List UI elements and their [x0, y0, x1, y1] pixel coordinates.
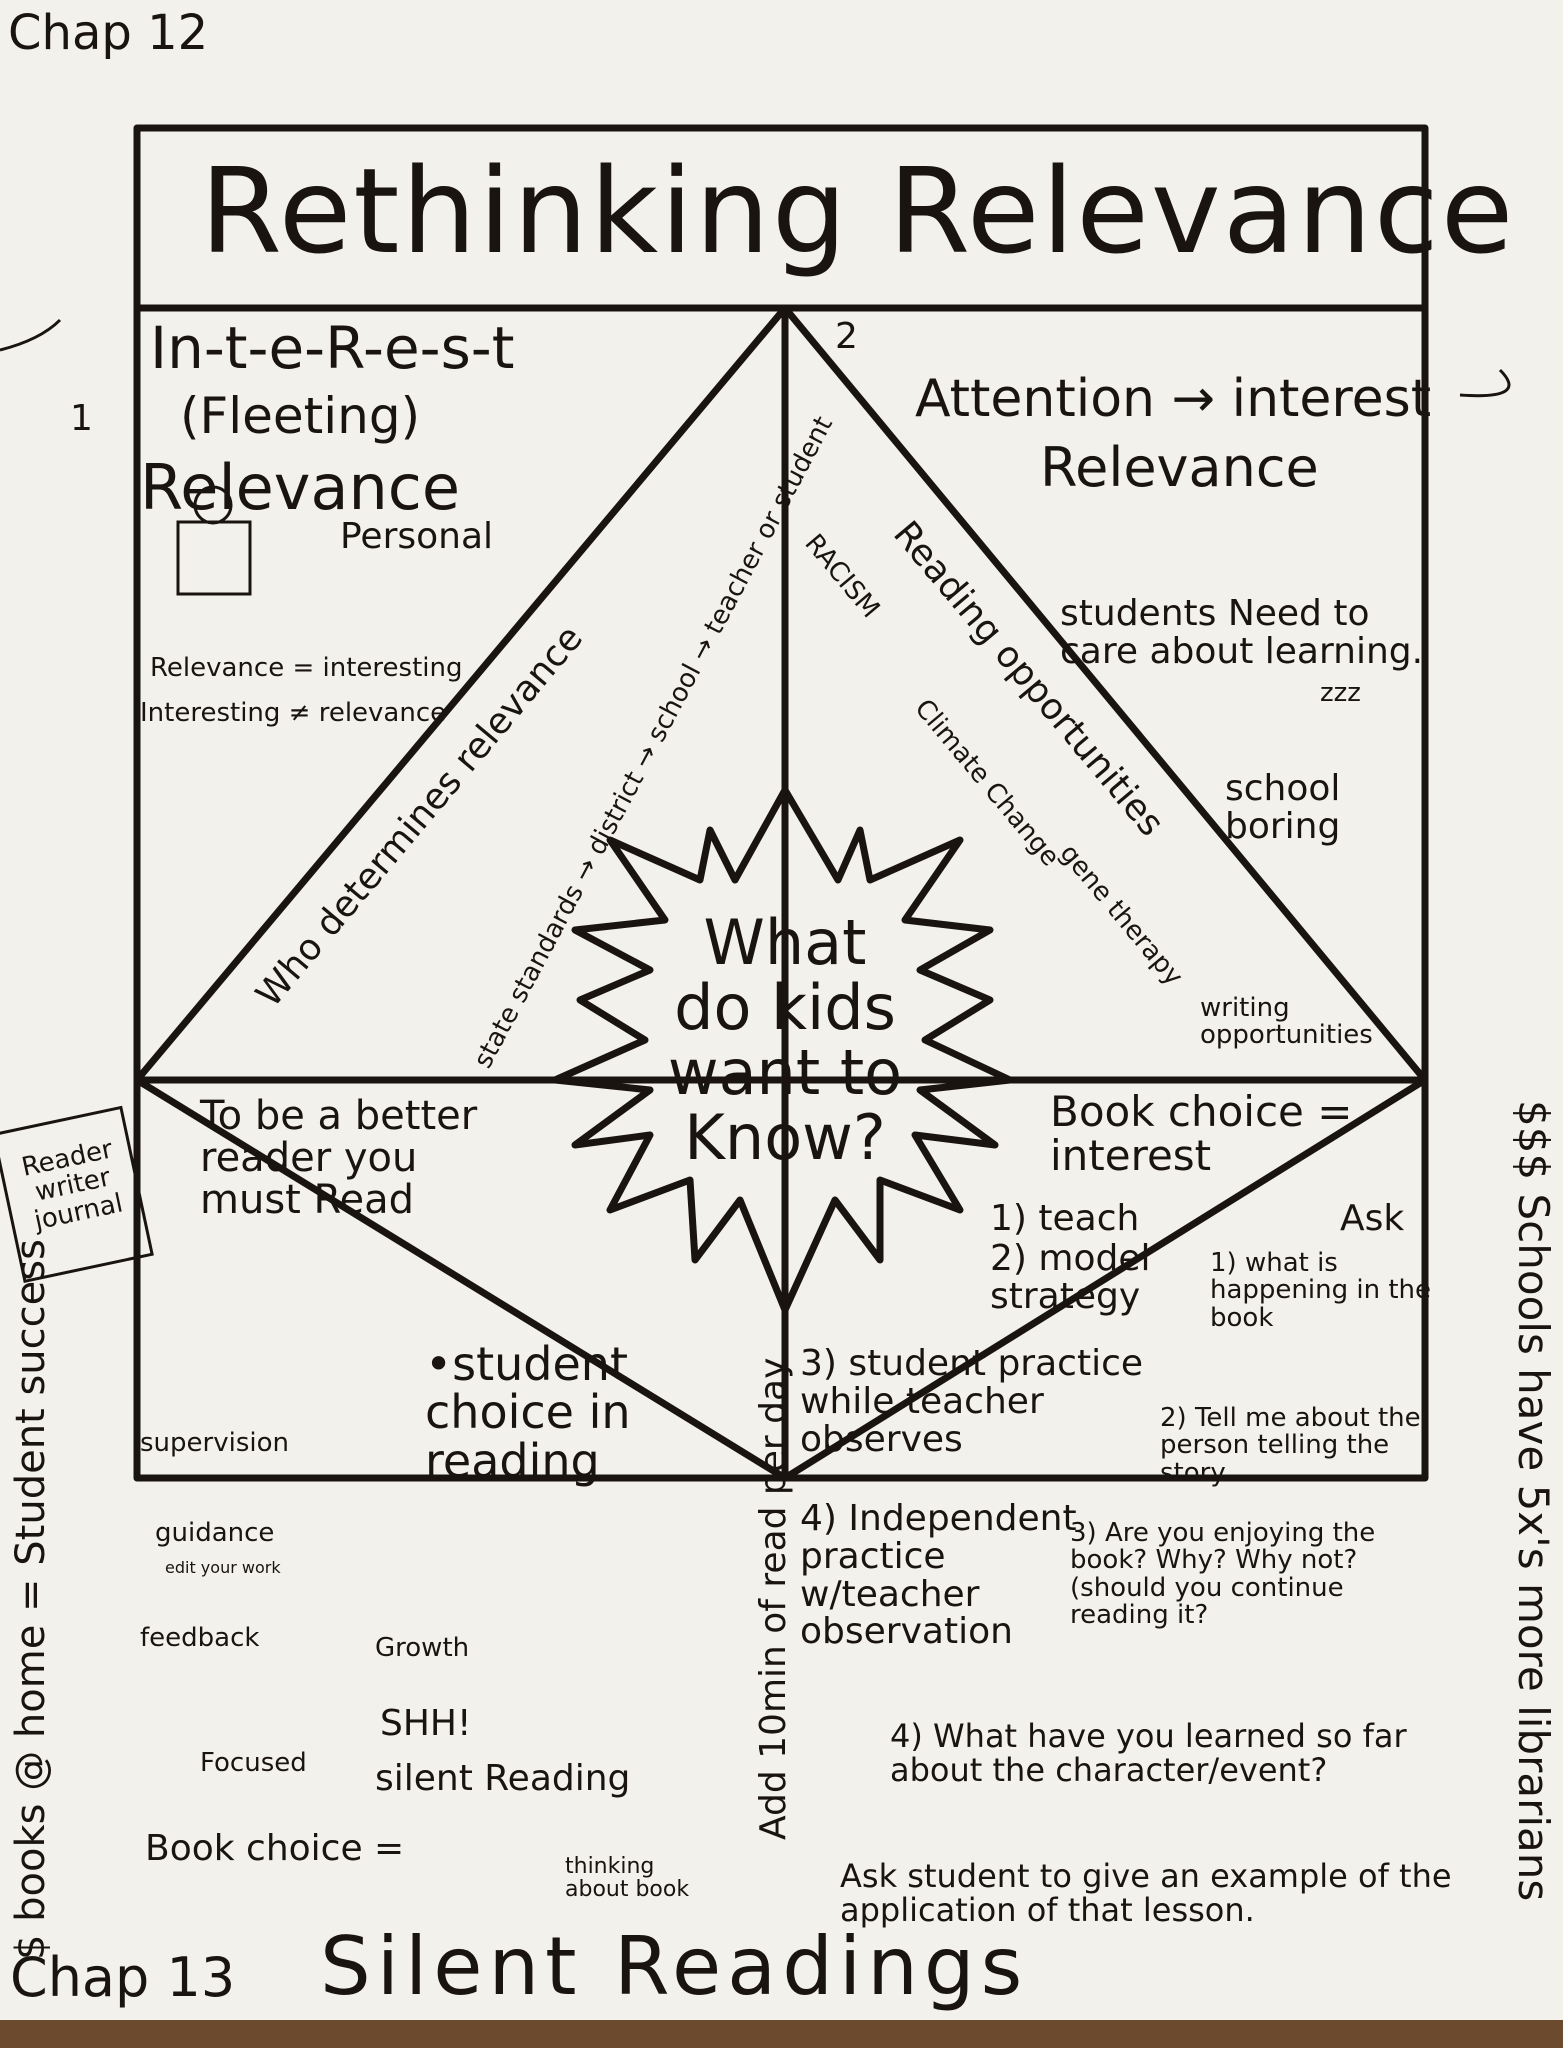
- center-line-1: What: [703, 906, 867, 979]
- journal-box: [0, 1105, 154, 1284]
- margin-right-note: $$$ Schools have 5x's more librarians: [1509, 1100, 1558, 1902]
- head-icon: [193, 485, 233, 525]
- center-question: What do kids want to Know?: [610, 910, 960, 1170]
- q2-zzz: zzz: [1320, 678, 1361, 708]
- chap13-label: Chap 13: [10, 1946, 236, 2009]
- q2-students: students Need to care about learning.: [1060, 593, 1424, 672]
- margin-left-note: $ books @ home = Student success: [8, 1239, 54, 1960]
- q3-silent-reading: silent Reading: [375, 1758, 631, 1799]
- q3-feedback: feedback: [140, 1623, 260, 1653]
- q3-better-reader: To be a better reader you must Read: [200, 1093, 478, 1223]
- q1-relevance: Relevance: [140, 451, 461, 524]
- q4-step-2: 2) model strategy: [990, 1238, 1151, 1317]
- diamond: [133, 304, 1429, 1482]
- bottom-title: Silent Readings: [320, 1920, 1029, 2013]
- q3-edit-note: edit your work: [165, 1558, 281, 1577]
- q3-growth: Growth: [375, 1633, 470, 1663]
- q2-relevance: Relevance: [1040, 436, 1319, 499]
- q3-guidance: guidance: [155, 1518, 275, 1548]
- center-line-2: do kids: [674, 971, 896, 1045]
- q3-student-choice: •student choice in reading: [425, 1337, 631, 1488]
- q4-question-2: 2) Tell me about the person telling the …: [1160, 1403, 1421, 1488]
- q2-number: 2: [835, 316, 858, 357]
- page-title: Rethinking Relevance: [200, 142, 1516, 280]
- chap12-label: Chap 12: [8, 5, 209, 61]
- center-starburst: [551, 786, 1014, 1314]
- q4-question-1: 1) what is happening in the book: [1210, 1248, 1431, 1333]
- q3-supervision: supervision: [140, 1428, 289, 1458]
- q1-number: 1: [70, 398, 93, 439]
- q2-school-boring: school boring: [1225, 768, 1341, 847]
- q2-writing: writing opportunities: [1200, 993, 1373, 1051]
- q3-add-time: Add 10min of read per day: [753, 1357, 794, 1840]
- q4-step-3: 3) student practice while teacher observ…: [800, 1343, 1144, 1460]
- q4-question-3: 3) Are you enjoying the book? Why? Why n…: [1070, 1518, 1376, 1630]
- q4-ask: Ask: [1340, 1198, 1405, 1239]
- q4-ask-student: Ask student to give an example of the ap…: [840, 1857, 1452, 1929]
- q1-equation-2: Interesting ≠ relevance: [140, 698, 447, 728]
- bracket-left: [0, 318, 62, 352]
- bracket-right: [1459, 368, 1511, 398]
- q3-book-choice: Book choice =: [145, 1828, 405, 1869]
- q3-shh: SHH!: [380, 1703, 472, 1744]
- q1-interest: In-t-e-R-e-s-t: [150, 314, 515, 382]
- q3-thinking: thinking about book: [565, 1854, 690, 1903]
- q4-question-4: 4) What have you learned so far about th…: [890, 1717, 1407, 1789]
- q1-personal: Personal: [340, 516, 494, 557]
- center-line-4: Know?: [684, 1101, 886, 1175]
- center-line-3: want to: [667, 1036, 903, 1110]
- q4-step-4: 4) Independent practice w/teacher observ…: [800, 1498, 1077, 1653]
- heart-box: [176, 520, 252, 596]
- q2-attention: Attention → interest: [915, 369, 1432, 429]
- q1-equation-1: Relevance = interesting: [150, 653, 463, 683]
- q3-focused: Focused: [200, 1748, 307, 1778]
- q1-fleeting: (Fleeting): [180, 387, 421, 445]
- q4-step-1: 1) teach: [990, 1198, 1140, 1239]
- q4-book-choice: Book choice = interest: [1050, 1087, 1353, 1181]
